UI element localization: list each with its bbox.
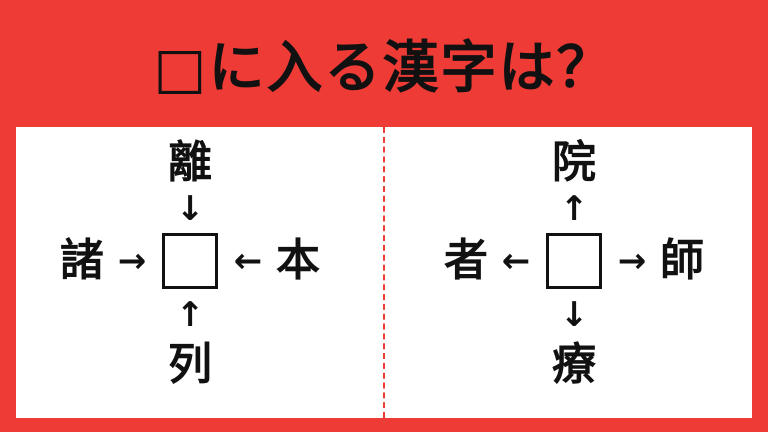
left-answer-box[interactable]: [162, 233, 218, 289]
right-right-kanji: 師: [660, 235, 704, 286]
left-top-kanji: 離: [168, 137, 212, 188]
left-top-arrow: ↓: [175, 189, 205, 229]
right-left-arrow: ←: [501, 241, 531, 281]
left-bottom-arrow: ↑: [175, 295, 205, 335]
right-top-arrow: ↑: [559, 189, 589, 229]
right-right-arrow: →: [617, 241, 647, 281]
right-bottom-kanji: 療: [552, 339, 596, 390]
center-divider: [383, 127, 385, 418]
title-bar: □に入る漢字は？: [0, 18, 768, 108]
right-bottom-arrow: ↓: [559, 295, 589, 335]
right-top-kanji: 院: [552, 137, 596, 188]
right-answer-box[interactable]: [546, 233, 602, 289]
right-left-kanji: 者: [444, 235, 488, 286]
left-left-arrow: →: [117, 241, 147, 281]
left-bottom-kanji: 列: [168, 339, 212, 390]
left-left-kanji: 諸: [60, 235, 104, 286]
left-right-arrow: ←: [233, 241, 263, 281]
left-right-kanji: 本: [276, 235, 320, 286]
page-title: □に入る漢字は？: [153, 35, 615, 101]
puzzle-panel: 離 ↓ 諸 → ← 本 ↑ 列 院 ↑ 者 ← → 師 ↓ 療: [16, 127, 752, 418]
